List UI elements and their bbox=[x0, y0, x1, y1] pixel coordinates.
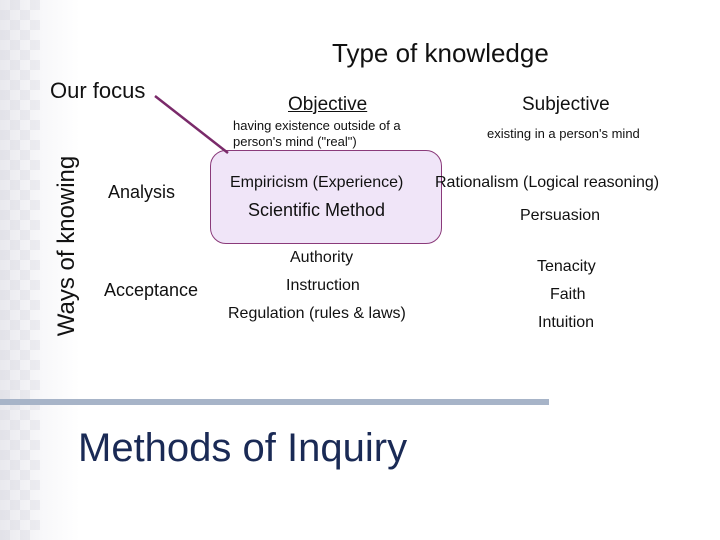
subjective-description: existing in a person's mind bbox=[487, 126, 640, 141]
faith-item: Faith bbox=[550, 286, 586, 303]
regulation-item: Regulation (rules & laws) bbox=[228, 305, 406, 322]
slide-title: Type of knowledge bbox=[332, 38, 549, 68]
footer-divider-bar bbox=[0, 399, 549, 405]
persuasion-item: Persuasion bbox=[520, 207, 601, 224]
our-focus-label: Our focus bbox=[50, 78, 146, 103]
subjective-heading: Subjective bbox=[522, 94, 610, 115]
instruction-item: Instruction bbox=[286, 277, 360, 294]
footer-title: Methods of Inquiry bbox=[78, 426, 408, 470]
scientific-method-item: Scientific Method bbox=[248, 200, 386, 220]
objective-description: having existence outside of a person's m… bbox=[233, 118, 401, 149]
analysis-row-label: Analysis bbox=[108, 182, 176, 202]
empiricism-item: Empiricism (Experience) bbox=[230, 174, 404, 191]
authority-item: Authority bbox=[290, 249, 354, 266]
intuition-item: Intuition bbox=[538, 314, 595, 331]
acceptance-row-label: Acceptance bbox=[104, 280, 199, 300]
tenacity-item: Tenacity bbox=[537, 258, 596, 275]
focus-highlight-box bbox=[210, 150, 442, 244]
objective-heading: Objective bbox=[288, 94, 368, 115]
ways-of-knowing-label: Ways of knowing bbox=[53, 155, 80, 337]
rationalism-item: Rationalism (Logical reasoning) bbox=[435, 174, 660, 191]
